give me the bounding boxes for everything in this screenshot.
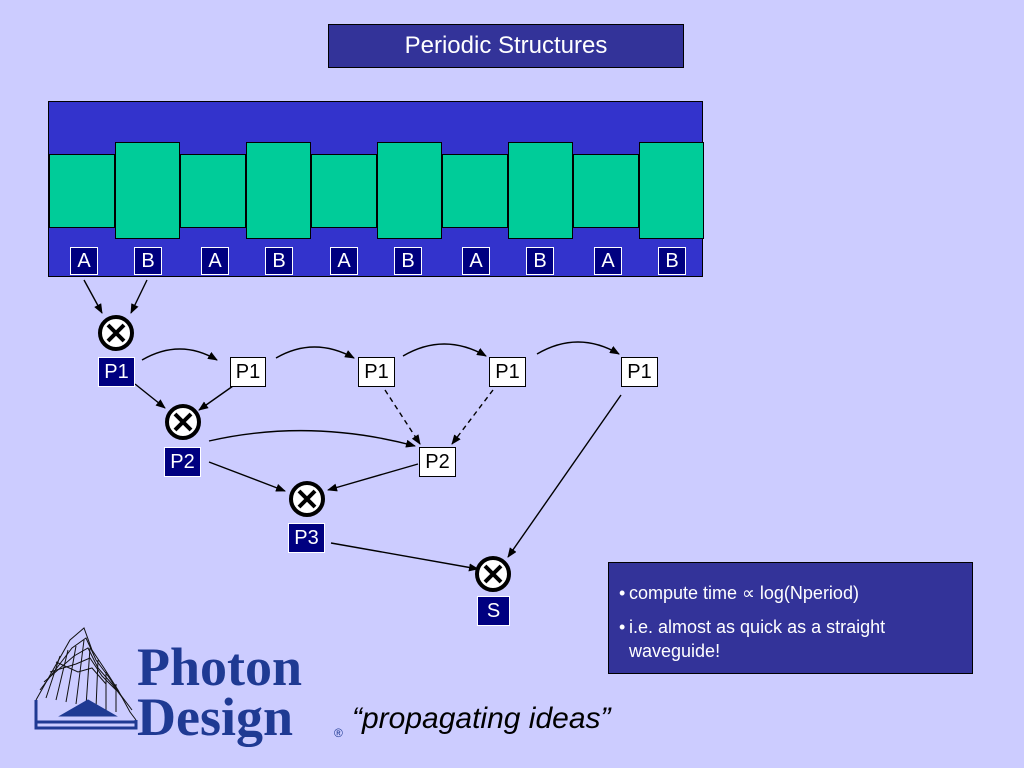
multiply-operator-icon [289, 481, 325, 517]
arrow [327, 463, 419, 492]
section-label: A [201, 247, 229, 275]
logo-word-design: Design [137, 687, 293, 747]
waveguide-section-a [442, 154, 508, 228]
multiply-operator-icon [98, 315, 134, 351]
waveguide-section-b [115, 142, 180, 239]
multiply-operator-icon [475, 556, 511, 592]
arrow [402, 343, 487, 357]
arrow [507, 394, 622, 558]
waveguide-section-a [573, 154, 639, 228]
arrow [208, 429, 416, 448]
info-line-quick: i.e. almost as quick as a straight waveg… [629, 617, 886, 661]
logo-word-photon: Photon [137, 637, 302, 697]
section-label: B [658, 247, 686, 275]
arrow [208, 461, 286, 492]
dashed-arrow [451, 389, 494, 445]
waveguide-section-b [246, 142, 311, 239]
section-label: A [462, 247, 490, 275]
node-p1: P1 [98, 357, 135, 387]
tagline: “propagating ideas” [352, 702, 611, 735]
section-label: B [394, 247, 422, 275]
info-line-compute-time: compute time ∝ log(Nperiod) [629, 583, 859, 603]
waveguide-section-a [180, 154, 246, 228]
waveguide-section-a [49, 154, 115, 228]
periodic-waveguide: A B A B A B A B A B [48, 101, 704, 277]
section-label: B [265, 247, 293, 275]
waveguide-section-b [508, 142, 573, 239]
node-p3: P3 [288, 523, 325, 553]
bullet: • [619, 583, 626, 603]
waveguide-section-a [311, 154, 377, 228]
section-label: B [526, 247, 554, 275]
arrow [83, 279, 103, 314]
arrow [198, 385, 234, 411]
bullet: • [619, 617, 626, 637]
slide-title: Periodic Structures [328, 24, 684, 68]
section-label: A [70, 247, 98, 275]
dashed-arrow [384, 389, 421, 445]
arrow [141, 348, 218, 361]
multiply-operator-icon [165, 404, 201, 440]
mesh-logo-icon [34, 627, 138, 730]
arrow [275, 346, 355, 359]
section-label: A [330, 247, 358, 275]
waveguide-section-b [377, 142, 442, 239]
info-box: •compute time ∝ log(Nperiod) •i.e. almos… [608, 562, 973, 674]
node-p2: P2 [164, 447, 201, 477]
node-p1-copy: P1 [489, 357, 526, 387]
node-p2-copy: P2 [419, 447, 456, 477]
arrow [134, 383, 166, 409]
registered-mark: ® [334, 726, 343, 740]
node-p1-copy: P1 [230, 357, 266, 387]
waveguide-section-b [639, 142, 704, 239]
arrow [536, 341, 620, 355]
node-p1-copy: P1 [621, 357, 658, 387]
section-label: B [134, 247, 162, 275]
node-s: S [477, 596, 510, 626]
arrow [130, 279, 148, 314]
node-p1-copy: P1 [358, 357, 395, 387]
section-label: A [594, 247, 622, 275]
arrow [330, 542, 479, 572]
